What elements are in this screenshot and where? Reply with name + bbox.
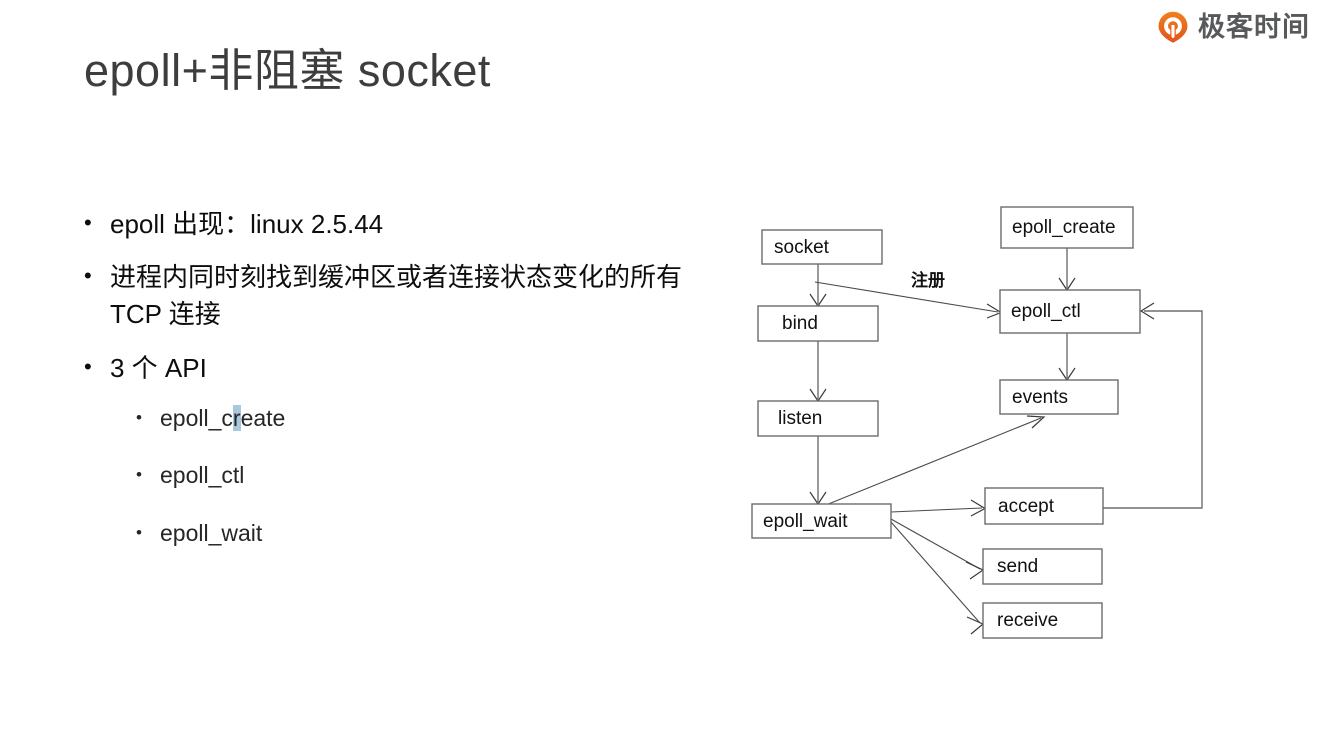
brand-name: 极客时间 (1198, 11, 1310, 42)
edge-socket-to-bind (809, 263, 827, 308)
bullet-text: epoll 出现：linux 2.5.44 (110, 209, 384, 239)
bullet-marker: • (136, 465, 142, 485)
node-label: epoll_wait (763, 511, 848, 532)
sub-bullet-epoll-wait: • epoll_wait (136, 520, 704, 548)
bullet-item-2: • 进程内同时刻找到缓冲区或者连接状态变化的所有 TCP 连接 (84, 259, 704, 333)
page-title: epoll+非阻塞 socket (84, 45, 491, 96)
node-label: bind (782, 313, 818, 334)
node-events[interactable]: events (999, 379, 1119, 415)
edge-accept-to-epoll-ctl-feedback (1103, 302, 1203, 509)
sub-bullet-epoll-create: • epoll_create (136, 404, 704, 433)
node-label: receive (997, 610, 1058, 631)
bullet-marker: • (84, 210, 92, 235)
node-send[interactable]: send (982, 548, 1103, 585)
node-accept[interactable]: accept (984, 487, 1104, 525)
epoll-flow-diagram: socket bind listen epoll_wait epoll_crea… (735, 190, 1235, 660)
selected-text: r (232, 404, 241, 431)
edge-bind-to-listen (809, 341, 827, 403)
edge-epoll-wait-to-accept (890, 499, 987, 517)
node-label: epoll_create (1012, 217, 1116, 238)
bullet-item-1: • epoll 出现：linux 2.5.44 (84, 206, 704, 243)
edge-epoll-ctl-to-events (1058, 333, 1076, 382)
sub-bullet-text: epoll_ctl (160, 462, 245, 489)
edge-epoll-wait-to-send (890, 518, 985, 580)
bullet-list: • epoll 出现：linux 2.5.44 • 进程内同时刻找到缓冲区或者连… (84, 206, 704, 577)
api-sub-list: • epoll_create • epoll_ctl • epoll_wait (136, 404, 704, 548)
node-label: send (997, 556, 1038, 577)
node-epoll-ctl[interactable]: epoll_ctl (999, 289, 1141, 334)
edge-listen-to-epoll-wait (809, 436, 827, 506)
edge-epoll-create-to-epoll-ctl (1058, 248, 1076, 292)
sub-bullet-epoll-ctl: • epoll_ctl (136, 462, 704, 490)
node-listen[interactable]: listen (757, 400, 879, 437)
text-before-selection: epoll_c (160, 404, 233, 431)
text-after-selection: eate (240, 404, 286, 431)
node-bind[interactable]: bind (757, 305, 879, 342)
bullet-marker: • (136, 522, 142, 542)
edge-epoll-wait-to-receive (890, 521, 985, 635)
edge-epoll-wait-to-events (820, 415, 1046, 508)
bullet-marker: • (136, 407, 142, 427)
bullet-text: 3 个 API (110, 352, 207, 383)
node-label: epoll_ctl (1011, 301, 1081, 322)
bullet-marker: • (84, 353, 92, 379)
node-label: listen (778, 408, 822, 429)
node-label: accept (998, 496, 1055, 517)
node-label: socket (774, 237, 830, 258)
bullet-text: 进程内同时刻找到缓冲区或者连接状态变化的所有 TCP 连接 (110, 262, 683, 330)
bullet-marker: • (84, 263, 92, 289)
brand-logo: 极客时间 (1156, 8, 1310, 46)
sub-bullet-text: epoll_wait (160, 519, 263, 546)
node-socket[interactable]: socket (761, 229, 883, 265)
geektime-pin-icon (1158, 11, 1188, 43)
edge-label-register: 注册 (911, 270, 945, 290)
sub-bullet-text: epoll_create (160, 404, 286, 433)
node-epoll-create[interactable]: epoll_create (1000, 206, 1134, 249)
node-receive[interactable]: receive (982, 602, 1103, 639)
node-label: events (1012, 387, 1068, 408)
node-epoll-wait[interactable]: epoll_wait (751, 503, 892, 539)
bullet-item-3: • 3 个 API (84, 350, 704, 387)
